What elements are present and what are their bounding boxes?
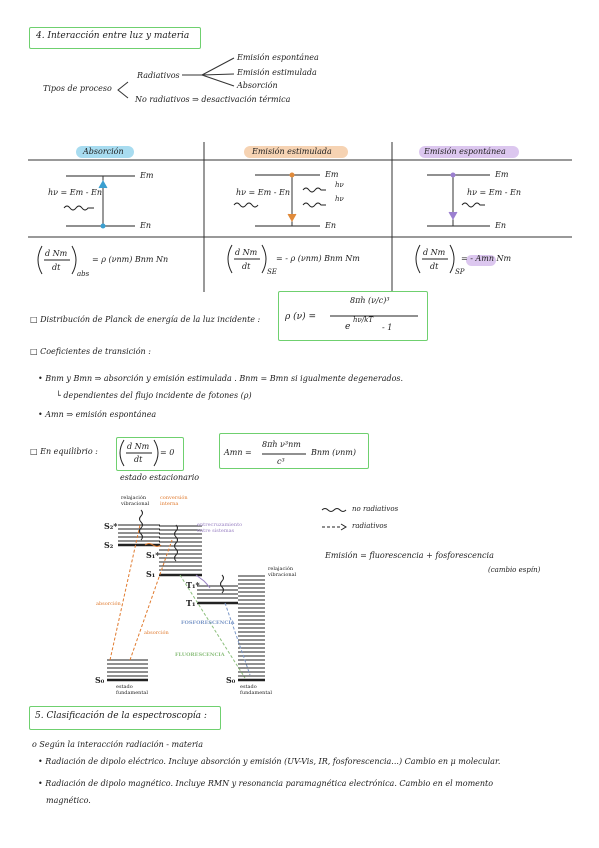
label-absorcion-2: absorción <box>144 630 169 636</box>
sp-sub: SP <box>455 268 465 276</box>
legend-cambio-espin: (cambio espín) <box>488 566 541 574</box>
abs-sub: abs <box>77 270 90 278</box>
planck-box <box>278 291 428 341</box>
col1-hv: hν = Em - En <box>48 188 103 197</box>
header-highlight-absorcion <box>76 146 134 158</box>
se-equation: = - ρ (νnm) Bnm Nm <box>276 254 360 263</box>
planck-label: □ Distribución de Planck de energía de l… <box>30 315 261 324</box>
equil-box <box>116 437 184 471</box>
planck-frac-line <box>330 315 418 317</box>
equil-parens <box>119 439 306 467</box>
section4-title: 4. Interacción entre luz y materia <box>36 31 190 41</box>
tipos-proceso-label: Tipos de proceso <box>43 84 112 93</box>
branch-emision-espontanea: Emisión espontánea <box>237 53 319 62</box>
col2-hv: hν = Em - En <box>236 188 291 197</box>
col3-en: En <box>495 221 506 230</box>
label-fluorescencia: FLUORESCENCIA <box>175 652 225 658</box>
section5-title-box <box>29 706 221 730</box>
coef-title: □ Coeficientes de transición : <box>30 347 151 356</box>
coef-bullet1-sub: └ dependientes del flujo incidente de fo… <box>56 391 252 400</box>
label-estado-fund-right: estado fundamental <box>240 684 272 696</box>
header-absorcion: Absorción <box>83 147 124 156</box>
section5-b2: • Radiación de dipolo magnético. Incluye… <box>38 779 494 788</box>
sp-equation: = - Amn Nm <box>461 254 512 263</box>
section5-b1: • Radiación de dipolo eléctrico. Incluye… <box>38 757 501 766</box>
label-fosforescencia: FOSFORESCENCIA <box>181 620 235 626</box>
sp-frac-num: d Nm <box>423 248 446 257</box>
abs-frac-num: d Nm <box>45 249 68 258</box>
legend-radiativos: radiativos <box>352 522 388 530</box>
header-highlight-estimulada <box>244 146 348 158</box>
label-relajacion-vib-right: relajación vibracional <box>268 566 297 578</box>
label-s0-left: S₀ <box>95 675 105 685</box>
coef-bullet2: • Amn ⇒ emisión espontánea <box>38 410 157 419</box>
legend-emision: Emisión = fluorescencia + fosforescencia <box>325 551 494 560</box>
abs-frac-den: dt <box>52 263 61 272</box>
amn-tail: Bnm (νnm) <box>311 448 357 457</box>
se-sub: SE <box>267 268 277 276</box>
label-s1: S₁ <box>146 569 156 579</box>
amn-lhs: Amn = <box>224 448 252 457</box>
radiativos-label: Radiativos <box>137 71 180 80</box>
amn-den: c³ <box>277 457 285 466</box>
se-frac-num: d Nm <box>235 248 258 257</box>
estado-estacionario: estado estacionario <box>120 473 200 482</box>
col2-em: Em <box>325 170 339 179</box>
label-s0-right: S₀ <box>226 675 236 685</box>
branch-absorcion: Absorción <box>237 81 278 90</box>
coef-bullet1: • Bnm y Bmn ⇒ absorción y emisión estimu… <box>38 374 404 383</box>
amn-highlight <box>466 255 496 266</box>
planck-den-e: e <box>345 322 351 332</box>
jablonski-diagram <box>107 508 347 682</box>
label-t1: T₁ <box>186 598 196 608</box>
label-conversion-interna: conversión interna <box>160 495 188 507</box>
amn-num: 8πh ν³nm <box>262 440 301 449</box>
planck-den-exp: hν/kT <box>353 316 374 324</box>
col2-hv-out2: hν <box>335 195 344 203</box>
header-espontanea: Emisión espontánea <box>424 147 506 156</box>
label-s2: S₂ <box>104 540 114 550</box>
col3-hv: hν = Em - En <box>467 188 522 197</box>
equil-frac-num: d Nm <box>127 442 150 451</box>
label-entrecruzamiento: entrecruzamiento entre sistemas <box>197 522 243 534</box>
table-grid-and-diagrams <box>28 142 572 292</box>
planck-den-tail: - 1 <box>382 323 393 332</box>
col3-em: Em <box>495 170 509 179</box>
section5-b2-cont: magnético. <box>46 796 91 805</box>
amn-box <box>219 433 369 469</box>
planck-rho: ρ (ν) = <box>285 312 317 322</box>
abs-equation: = ρ (νnm) Bnm Nn <box>92 255 169 264</box>
branch-emision-estimulada: Emisión estimulada <box>237 68 317 77</box>
no-radiativos-label: No radiativos ⇒ desactivación térmica <box>135 95 291 104</box>
col1-en: En <box>140 221 151 230</box>
label-s2v: S₂* <box>104 521 118 531</box>
equil-rhs: = 0 <box>160 448 175 457</box>
equil-frac-den: dt <box>134 455 143 464</box>
sp-frac-den: dt <box>430 262 439 271</box>
col2-en: En <box>325 221 336 230</box>
label-estado-fund-left: estado fundamental <box>116 684 148 696</box>
section4-title-box <box>29 27 201 49</box>
planck-num: 8πh (ν/c)³ <box>350 296 390 305</box>
tipos-bracket-lines <box>117 57 235 99</box>
equil-label: □ En equilibrio : <box>30 447 98 456</box>
section5-title: 5. Clasificación de la espectroscopía : <box>35 711 207 721</box>
label-s1v: S₁* <box>146 550 160 560</box>
section5-o1: o Según la interacción radiación - mater… <box>32 740 203 749</box>
legend-no-radiativos: no radiativos <box>352 505 399 513</box>
header-highlight-espontanea <box>419 146 519 158</box>
col2-hv-out1: hν <box>335 181 344 189</box>
col1-em: Em <box>140 171 154 180</box>
label-relajacion-vib-left: relajación vibracional <box>121 495 150 507</box>
se-frac-den: dt <box>242 262 251 271</box>
header-estimulada: Emisión estimulada <box>252 147 332 156</box>
label-absorcion-1: absorción <box>96 601 121 607</box>
label-t1v: T₁* <box>186 580 200 590</box>
